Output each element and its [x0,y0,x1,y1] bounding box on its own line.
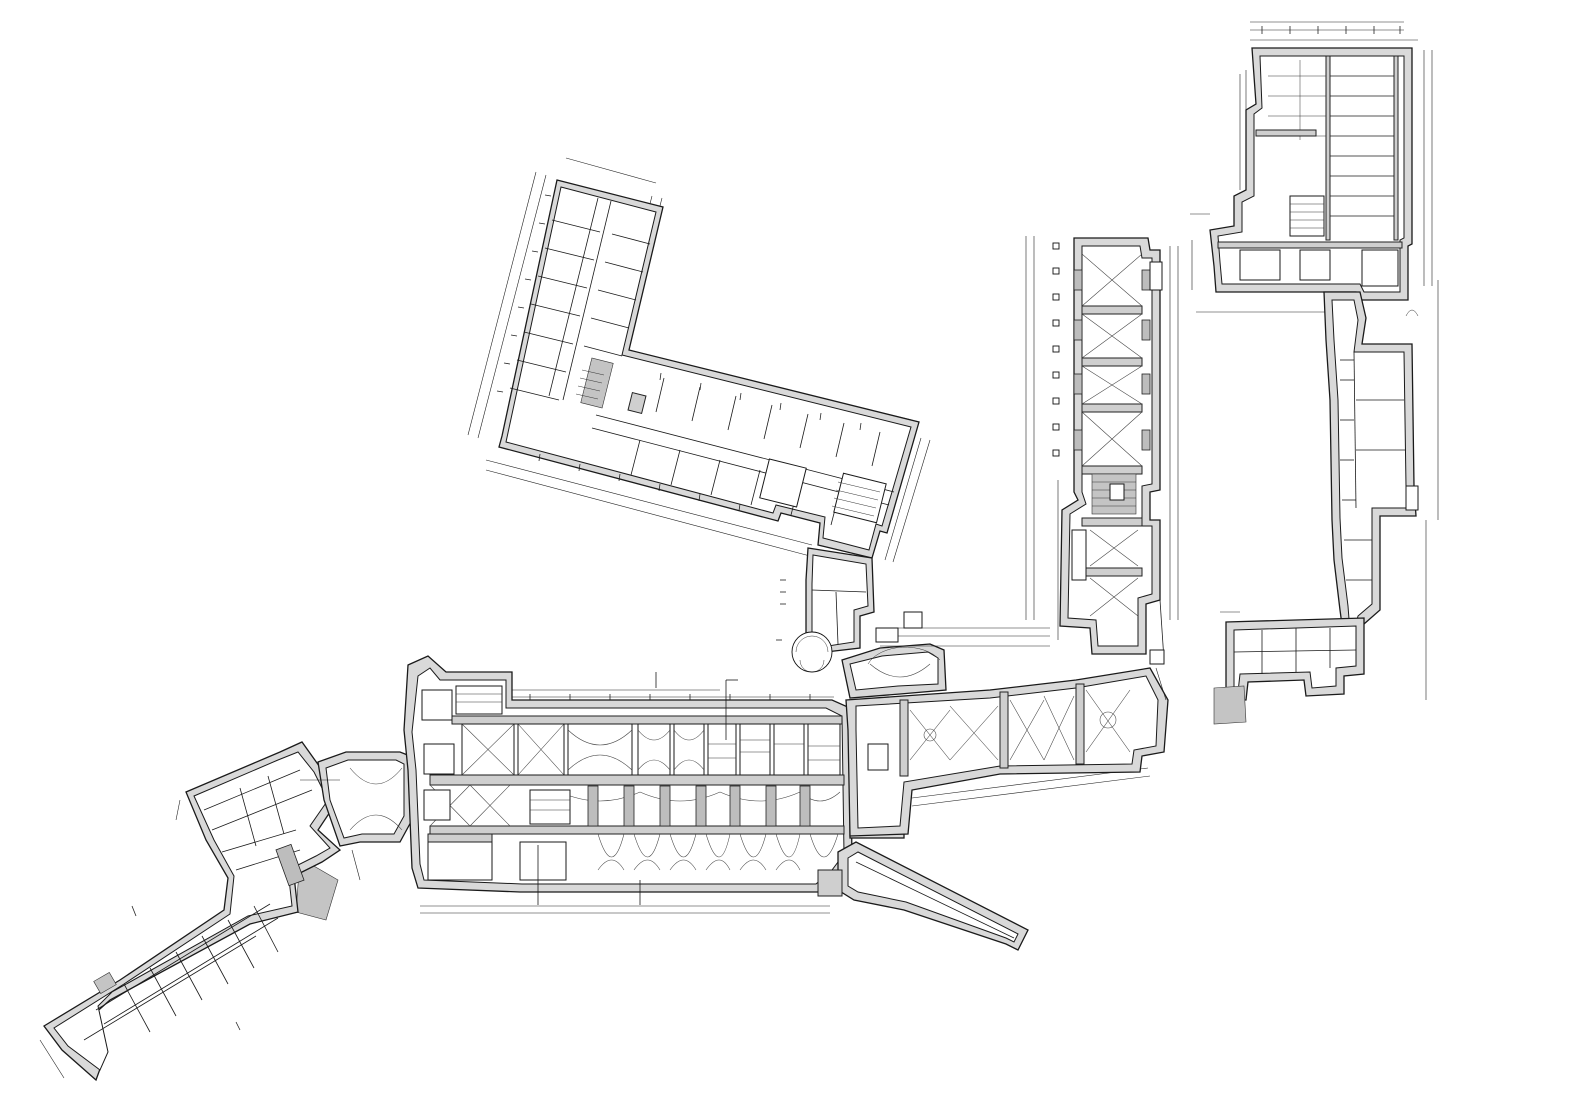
cloister-vaults [909,689,1131,761]
north-east-wing [1190,21,1439,725]
ne-long-arm-rooms [1340,351,1406,581]
sw-wing-interior [53,751,331,1071]
ne-upper-block-interior [1217,55,1405,293]
nm-wing-interior [1067,245,1153,647]
nm-stair-cluster [1091,473,1137,515]
nw-vertical-arm-rooms [509,219,651,401]
sw-upper-block-rooms [203,769,313,871]
sw-lower-arm-rooms [83,903,279,1041]
nw-window-ticks [496,194,862,512]
nw-stair-2 [831,472,887,524]
sw-link [300,751,413,881]
ne-long-arm-interior [1331,299,1409,633]
nm-marker-squares [1052,242,1060,457]
central-dimension-strip [875,611,1050,647]
north-west-wing [467,157,931,563]
main-west-end-rooms [421,685,571,881]
ne-terrain-hatch [1213,685,1247,725]
nw-stair-1 [575,357,614,409]
main-upper-row-rooms [461,723,841,776]
ne-stalls [1268,55,1399,241]
south-west-wing [39,741,342,1082]
ne-stair-room [1289,195,1325,237]
nm-vaulted-bays [1081,253,1143,617]
connector-passage [776,547,875,673]
central-east-block [841,643,1169,837]
south-ramp [817,841,1029,951]
nw-horizontal-arm-rooms [630,377,881,526]
north-middle-wing [1025,236,1179,665]
sw-terrain-hatch [295,857,339,921]
nw-wing-interior [505,186,912,551]
